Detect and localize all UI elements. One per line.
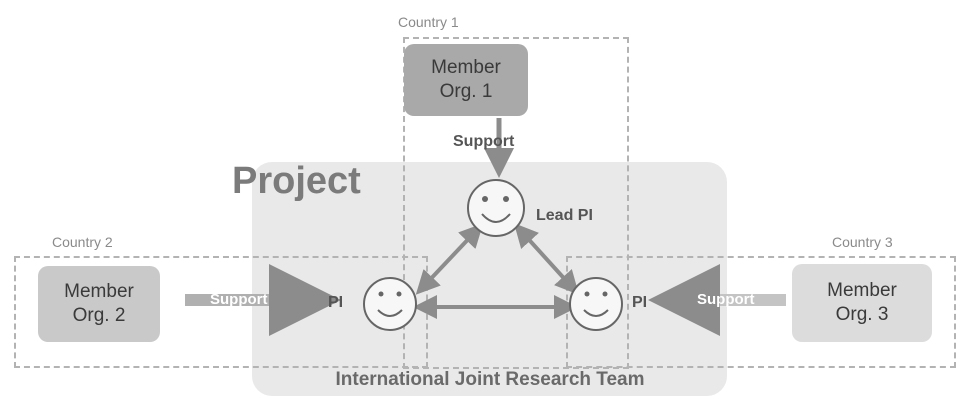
support-label-1: Support — [453, 133, 515, 150]
pi-right-label: PI — [632, 294, 648, 311]
member-org-2-box: Member Org. 2 — [38, 266, 160, 342]
member-org-1-line2: Org. 1 — [439, 81, 493, 102]
support-label-2: Support — [210, 291, 268, 308]
country-1-label: Country 1 — [398, 14, 459, 30]
member-org-3-box: Member Org. 3 — [792, 264, 932, 342]
support-label-3: Support — [697, 291, 755, 308]
pi-right-face-icon — [569, 277, 623, 331]
link-lead-left — [415, 223, 484, 295]
member-org-2-line2: Org. 2 — [72, 305, 126, 326]
country-3-label: Country 3 — [832, 234, 893, 250]
member-org-3-line2: Org. 3 — [835, 304, 889, 325]
pi-left-label: PI — [328, 294, 344, 311]
pi-left-face-icon — [363, 277, 417, 331]
member-org-3-line1: Member — [827, 280, 897, 301]
member-org-1-line1: Member — [431, 57, 501, 78]
member-org-2-line1: Member — [64, 281, 134, 302]
country-2-label: Country 2 — [52, 234, 113, 250]
link-lead-right — [513, 223, 580, 295]
lead-pi-face-icon — [467, 179, 525, 237]
project-title: Project — [232, 160, 361, 202]
team-label: International Joint Research Team — [335, 369, 645, 390]
member-org-1-box: Member Org. 1 — [404, 44, 528, 116]
lead-pi-label: Lead PI — [536, 207, 593, 224]
country-1-box — [403, 37, 629, 369]
